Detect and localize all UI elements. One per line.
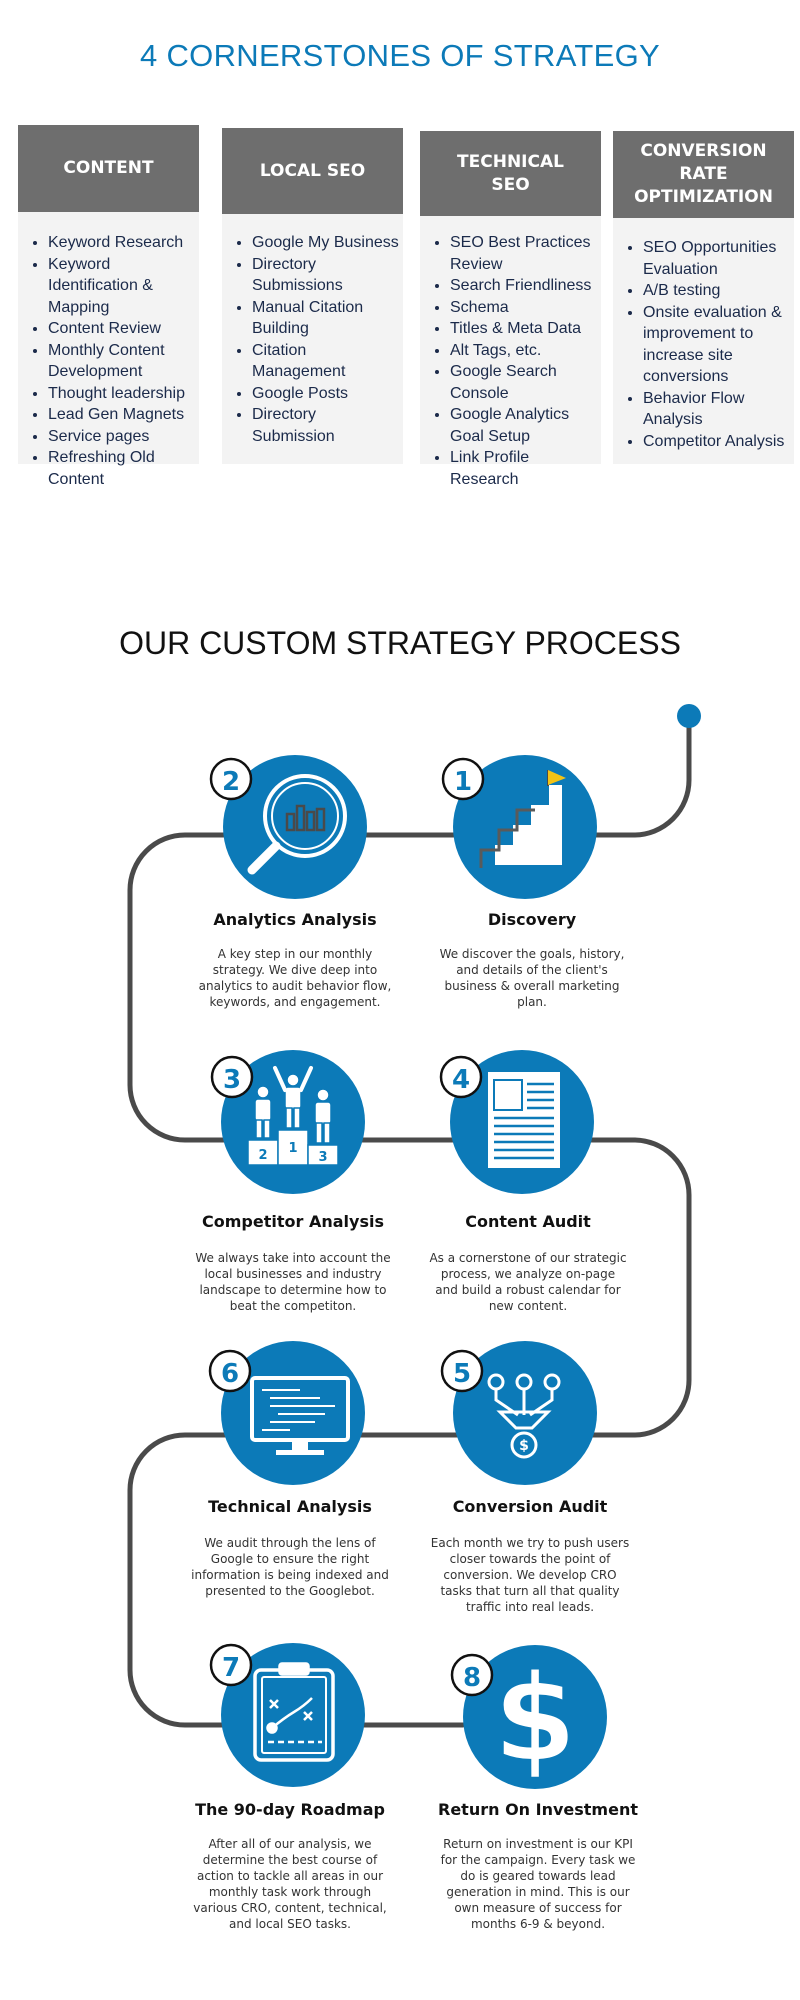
step-1-number: 1 [454,767,472,797]
list-item: Onsite evaluation & improvement to incre… [643,302,790,388]
list-item: Behavior Flow Analysis [643,388,790,431]
process-title: OUR CUSTOM STRATEGY PROCESS [119,625,681,661]
step-2-description: A key step in our monthly strategy. We d… [198,947,392,1009]
step-3-title: Competitor Analysis [202,1212,384,1231]
list-item: Citation Management [252,340,399,383]
podium-icon [247,1066,339,1166]
step-8-title: Return On Investment [438,1800,638,1819]
step-2-badge [209,757,253,801]
list-item: Google Search Console [450,361,597,404]
heading-line: SEO [491,174,530,195]
step-7-badge [209,1643,253,1687]
podium-label-3: 3 [318,1150,327,1165]
step-5-description: Each month we try to push users closer t… [430,1536,630,1614]
step-7-number: 7 [222,1653,240,1683]
cornerstone-technical-seo-list: SEO Best Practices Review Search Friendl… [420,232,601,490]
cornerstones-title: 4 CORNERSTONES OF STRATEGY [140,38,660,73]
step-4-number: 4 [452,1065,470,1095]
podium-label-2: 2 [258,1148,267,1163]
step-8-circle [463,1645,607,1789]
step-8-number: 8 [463,1663,481,1693]
process-path [127,713,692,1728]
step-3-badge [210,1055,254,1099]
cornerstone-local-seo-list: Google My Business Directory Submissions… [222,232,403,447]
list-item: Google Posts [252,383,399,405]
step-6-badge [208,1349,252,1393]
step-8-badge [450,1653,494,1697]
list-item: Google My Business [252,232,399,254]
list-item: Link Profile Research [450,447,597,490]
list-item: Schema [450,297,597,319]
funnel-dollar-icon [487,1373,561,1459]
list-item: Directory Submissions [252,254,399,297]
heading-line: OPTIMIZATION [634,187,773,207]
cornerstone-technical-seo-header: TECHNICAL SEO [420,131,601,216]
cornerstone-cro-panel [613,218,794,464]
step-6-title: Technical Analysis [208,1497,372,1516]
cornerstone-technical-seo-panel [420,216,601,464]
list-item: Refreshing Old Content [48,447,195,490]
cornerstone-content-list: Keyword Research Keyword Identification … [18,232,199,490]
step-3-description: We always take into account the local bu… [195,1251,391,1313]
list-item: A/B testing [643,280,790,302]
heading-line: TECHNICAL [457,151,564,172]
heading-line: RATE [679,164,728,184]
list-item: Keyword Research [48,232,195,254]
heading-line: CONTENT [63,158,154,178]
heading-line: LOCAL SEO [259,160,366,181]
list-item: SEO Opportunities Evaluation [643,237,790,280]
cornerstone-cro-header: CONVERSION RATE OPTIMIZATION [613,131,794,218]
list-item: Service pages [48,426,195,448]
podium-label-1: 1 [288,1141,297,1156]
step-1-description: We discover the goals, history, and deta… [439,947,625,1009]
list-item: Alt Tags, etc. [450,340,597,362]
step-5-number: 5 [453,1359,471,1389]
monitor-code-icon [250,1376,350,1455]
list-item: Manual Citation Building [252,297,399,340]
step-4-description: As a cornerstone of our strategic proces… [429,1251,627,1313]
step-6-description: We audit through the lens of Google to e… [191,1536,389,1598]
step-7-title: The 90-day Roadmap [195,1800,385,1819]
cornerstone-content-header: CONTENT [18,125,199,212]
step-5-title: Conversion Audit [452,1497,608,1516]
list-item: Thought leadership [48,383,195,405]
step-7-circle [221,1643,365,1787]
step-4-badge [439,1055,483,1099]
document-icon [488,1072,560,1168]
cornerstone-cro-list: SEO Opportunities Evaluation A/B testing… [613,237,794,452]
step-3-number: 3 [223,1065,241,1095]
stairs-flag-icon [479,770,566,868]
list-item: Directory Submission [252,404,399,447]
list-item: SEO Best Practices Review [450,232,597,275]
heading-line: CONVERSION [640,141,767,161]
list-item: Competitor Analysis [643,431,790,453]
cornerstone-local-seo-header: LOCAL SEO [222,128,403,214]
step-1-title: Discovery [487,910,577,929]
list-item: Titles & Meta Data [450,318,597,340]
funnel-dollar-glyph: $ [519,1438,529,1454]
cornerstone-local-seo-panel [222,214,403,464]
clipboard-plan-icon [253,1662,335,1762]
list-item: Search Friendliness [450,275,597,297]
list-item: Google Analytics Goal Setup [450,404,597,447]
list-item: Lead Gen Magnets [48,404,195,426]
path-start-dot [677,704,701,728]
dollar-icon: $ [493,1650,577,1789]
step-4-title: Content Audit [465,1212,591,1231]
step-8-description: Return on investment is our KPI for the … [440,1837,636,1931]
step-2-number: 2 [222,767,240,797]
step-2-title: Analytics Analysis [213,910,377,929]
step-6-number: 6 [221,1359,239,1389]
cornerstone-content-panel [18,212,199,464]
step-1-badge [441,757,485,801]
list-item: Monthly Content Development [48,340,195,383]
step-7-description: After all of our analysis, we determine … [193,1837,387,1931]
list-item: Content Review [48,318,195,340]
step-5-badge [440,1349,484,1393]
list-item: Keyword Identification & Mapping [48,254,195,319]
magnifier-chart-icon [247,774,347,875]
